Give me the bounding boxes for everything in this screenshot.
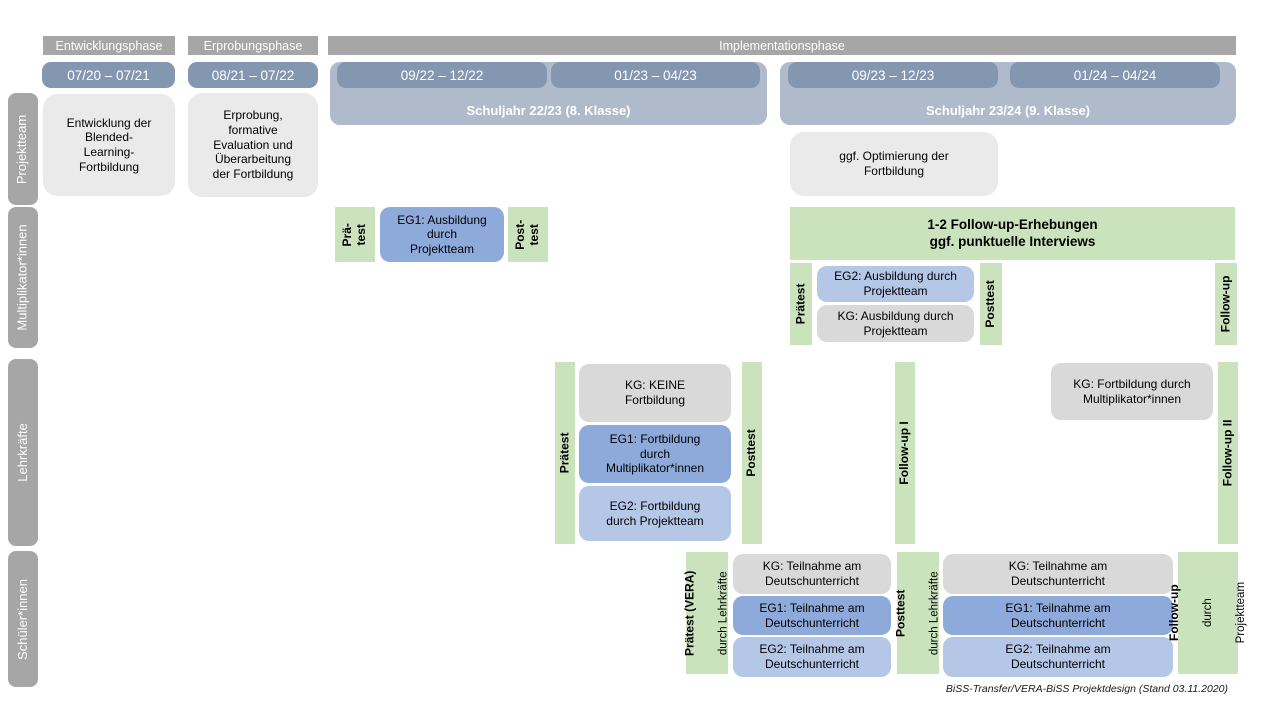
- posttest-bar-multiplikatoren-sj2324: Posttest: [980, 263, 1002, 345]
- box-eg2-fortbildung-projektteam: EG2: Fortbildung durch Projektteam: [579, 486, 731, 541]
- box-erprobung-evaluation: Erprobung, formative Evaluation und Über…: [188, 93, 318, 197]
- box-kg-teilnahme-deutschunterricht-1: KG: Teilnahme am Deutschunterricht: [733, 554, 891, 594]
- box-entwicklung-fortbildung: Entwicklung der Blended- Learning- Fortb…: [43, 94, 175, 196]
- posttest-bar-multiplikatoren-sj2223: Post- test: [508, 207, 548, 262]
- phase-header-entwicklungsphase: Entwicklungsphase: [43, 36, 175, 55]
- phase-header-erprobungsphase: Erprobungsphase: [188, 36, 318, 55]
- followup-sub-projektteam: Projektteam: [1234, 582, 1247, 644]
- box-eg1-ausbildung-projektteam: EG1: Ausbildung durch Projektteam: [380, 207, 504, 262]
- followup-title: Follow-up: [1167, 584, 1182, 642]
- followup-1-bar-lehrkraefte: Follow-up I: [895, 362, 915, 544]
- posttest-bar-text: Post- test: [513, 219, 541, 250]
- row-label-projektteam: Projektteam: [8, 93, 38, 205]
- row-label-projektteam-text: Projektteam: [14, 114, 30, 184]
- box-eg1-teilnahme-deutschunterricht-1: EG1: Teilnahme am Deutschunterricht: [733, 596, 891, 635]
- praetest-bar-text: Prätest: [557, 432, 572, 474]
- praetest-bar-multiplikatoren-sj2324: Prätest: [790, 263, 812, 345]
- box-eg2-teilnahme-deutschunterricht-2: EG2: Teilnahme am Deutschunterricht: [943, 637, 1173, 677]
- praetest-vera-sub: durch Lehrkräfte: [717, 571, 730, 655]
- followup-bar-schueler: Follow-up durch Projektteam: [1168, 552, 1247, 674]
- praetest-vera-bar-schueler: Prätest (VERA) durch Lehrkräfte: [683, 552, 730, 674]
- school-year-23-24-label: Schuljahr 23/24 (9. Klasse): [925, 103, 1091, 118]
- followup-2-bar-lehrkraefte: Follow-up II: [1218, 362, 1238, 544]
- phase-header-implementationsphase: Implementationsphase: [328, 36, 1236, 55]
- row-label-multiplikatorinnen-text: Multiplikator*innen: [14, 224, 30, 331]
- praetest-bar-text: Prätest: [793, 283, 808, 325]
- followup-bar-text: Follow-up: [1218, 275, 1233, 333]
- date-range-0123-0423: 01/23 – 04/23: [551, 62, 760, 88]
- box-kg-fortbildung-multiplikatoren: KG: Fortbildung durch Multiplikator*inne…: [1051, 363, 1213, 420]
- date-range-0923-1223: 09/23 – 12/23: [788, 62, 998, 88]
- praetest-vera-title: Prätest (VERA): [683, 570, 698, 656]
- box-kg-ausbildung-projektteam: KG: Ausbildung durch Projektteam: [817, 305, 974, 342]
- row-label-lehrkraefte-text: Lehrkräfte: [14, 423, 30, 482]
- date-range-0720-0721: 07/20 – 07/21: [42, 62, 175, 88]
- box-eg1-fortbildung-multiplikatoren: EG1: Fortbildung durch Multiplikator*inn…: [579, 425, 731, 483]
- row-label-lehrkraefte: Lehrkräfte: [8, 359, 38, 546]
- posttest-bar-lehrkraefte: Posttest: [742, 362, 762, 544]
- row-label-schuelerinnen: Schüler*innen: [8, 551, 38, 687]
- box-optimierung-fortbildung: ggf. Optimierung der Fortbildung: [790, 132, 998, 196]
- row-label-schuelerinnen-text: Schüler*innen: [14, 578, 30, 660]
- banner-followup-erhebungen: 1-2 Follow-up-Erhebungen ggf. punktuelle…: [790, 207, 1235, 260]
- posttest-title: Posttest: [894, 589, 909, 637]
- followup-1-bar-text: Follow-up I: [897, 421, 912, 485]
- date-range-0124-0424: 01/24 – 04/24: [1010, 62, 1220, 88]
- praetest-bar-text: Prä- test: [340, 222, 368, 247]
- date-range-0821-0722: 08/21 – 07/22: [188, 62, 318, 88]
- school-year-22-23-label: Schuljahr 22/23 (8. Klasse): [466, 103, 631, 118]
- footer-note: BiSS-Transfer/VERA-BiSS Projektdesign (S…: [945, 683, 1228, 695]
- date-range-0922-1222: 09/22 – 12/22: [337, 62, 547, 88]
- followup-2-bar-text: Follow-up II: [1220, 419, 1235, 487]
- posttest-bar-schueler: Posttest durch Lehrkräfte: [894, 552, 941, 674]
- box-eg2-ausbildung-projektteam: EG2: Ausbildung durch Projektteam: [817, 266, 974, 302]
- box-eg2-teilnahme-deutschunterricht-1: EG2: Teilnahme am Deutschunterricht: [733, 637, 891, 677]
- posttest-bar-text: Posttest: [983, 280, 998, 328]
- praetest-bar-multiplikatoren-sj2223: Prä- test: [335, 207, 375, 262]
- praetest-bar-lehrkraefte: Prätest: [555, 362, 575, 544]
- row-label-multiplikatorinnen: Multiplikator*innen: [8, 207, 38, 348]
- posttest-bar-text: Posttest: [744, 429, 759, 477]
- box-eg1-teilnahme-deutschunterricht-2: EG1: Teilnahme am Deutschunterricht: [943, 596, 1173, 635]
- box-kg-keine-fortbildung: KG: KEINE Fortbildung: [579, 364, 731, 422]
- followup-bar-multiplikatoren: Follow-up: [1215, 263, 1237, 345]
- box-kg-teilnahme-deutschunterricht-2: KG: Teilnahme am Deutschunterricht: [943, 554, 1173, 594]
- followup-sub-durch: durch: [1202, 598, 1215, 628]
- posttest-sub: durch Lehrkräfte: [928, 571, 941, 655]
